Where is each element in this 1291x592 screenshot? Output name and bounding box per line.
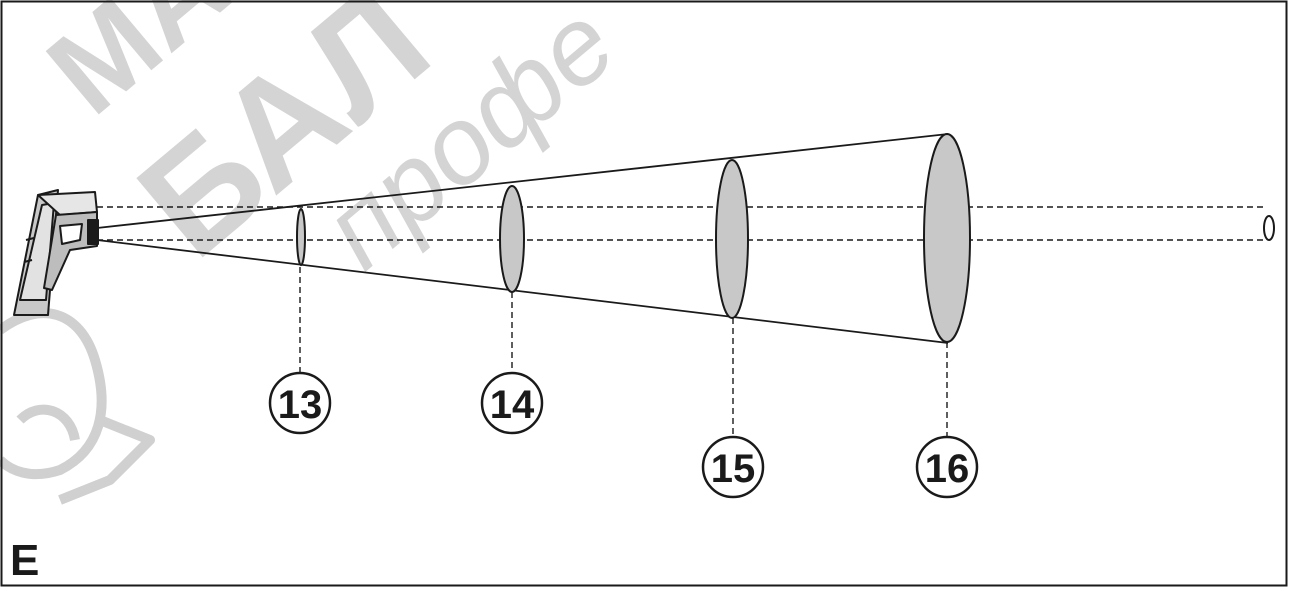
- callout-14: 14: [480, 371, 544, 435]
- ir-thermometer-icon: [13, 189, 99, 316]
- callout-15: 15: [701, 435, 765, 499]
- callout-label-13: 13: [278, 383, 323, 427]
- spot-14: [499, 185, 525, 293]
- cone-lower-edge: [96, 239, 949, 344]
- callout-label-16: 16: [925, 447, 970, 491]
- callout-label-15: 15: [711, 447, 756, 491]
- panel-letter: E: [10, 536, 39, 585]
- measurement-spots: [296, 133, 1275, 343]
- cone-upper-edge: [96, 133, 949, 229]
- callout-label-14: 14: [490, 383, 535, 427]
- watermark-hand: [0, 308, 155, 505]
- callout-13: 13: [268, 371, 332, 435]
- measurement-cone: [96, 133, 949, 344]
- spot-15: [715, 159, 749, 319]
- callout-16: 16: [915, 435, 979, 499]
- callout-leaders: [299, 267, 948, 438]
- spot-16: [923, 133, 971, 343]
- spot-13: [296, 208, 306, 266]
- spot-far: [1263, 215, 1275, 241]
- watermark: МА БАЛ профе: [23, 0, 638, 292]
- laser-guides: [97, 206, 1265, 241]
